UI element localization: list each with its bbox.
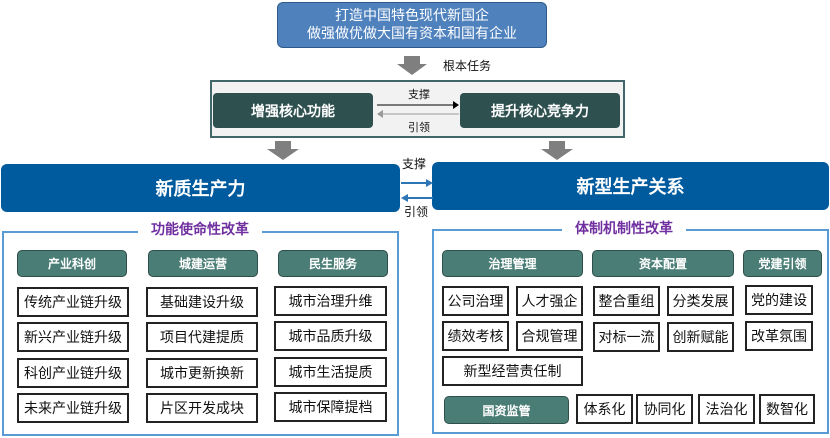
list-item: 城市生活提质 (274, 357, 387, 387)
list-item: 分类发展 (667, 286, 734, 316)
list-item: 城市保障提档 (274, 392, 387, 422)
core-lead-label: 引领 (408, 121, 430, 134)
new-production-relations: 新型生产关系 (432, 162, 829, 210)
list-item: 传统产业链升级 (17, 287, 129, 317)
goal-box: 打造中国特色现代新国企 做强做优做大国有资本和国有企业 (277, 2, 547, 48)
list-item: 城市更新换新 (146, 358, 258, 388)
goal-line-2: 做强做优做大国有资本和国有企业 (307, 26, 517, 42)
list-item: 项目代建提质 (146, 322, 258, 352)
column-header: 民生服务 (278, 250, 388, 277)
bidirectional-arrows-icon (401, 179, 433, 202)
goal-line-1: 打造中国特色现代新国企 (335, 8, 489, 24)
core-support-label: 支撑 (408, 88, 430, 101)
down-arrow-icon (267, 141, 299, 160)
list-item: 城市治理升维 (274, 286, 387, 316)
list-item: 人才强企 (516, 286, 583, 316)
party-header: 党建引领 (743, 250, 822, 277)
list-item: 基础建设升级 (146, 287, 258, 317)
supervision-header: 国资监管 (444, 396, 569, 424)
down-arrow-icon (397, 56, 427, 75)
list-item: 未来产业链升级 (17, 393, 129, 423)
list-item: 公司治理 (442, 286, 509, 316)
column-header: 产业科创 (17, 250, 127, 277)
list-item: 新型经营责任制 (442, 356, 583, 386)
list-item: 片区开发成块 (146, 393, 258, 423)
capital-header: 资本配置 (592, 250, 734, 277)
list-item: 对标一流 (593, 322, 660, 352)
list-item: 党的建设 (745, 285, 813, 315)
bidirectional-arrows-icon (377, 101, 459, 118)
list-item: 新兴产业链升级 (17, 322, 129, 352)
enhance-core-function: 增强核心功能 (213, 93, 373, 128)
list-item: 城市品质升级 (274, 321, 387, 351)
list-item: 体系化 (576, 394, 633, 424)
enhance-core-competitiveness: 提升核心竞争力 (460, 93, 620, 128)
list-item: 法治化 (698, 394, 755, 424)
list-item: 合规管理 (516, 321, 583, 351)
root-task-label: 根本任务 (443, 59, 492, 73)
column-header: 城建运营 (148, 250, 258, 277)
list-item: 绩效考核 (442, 321, 509, 351)
list-item: 创新赋能 (667, 322, 734, 352)
down-arrow-icon (541, 141, 573, 160)
main-lead-label: 引领 (404, 205, 429, 219)
functional-reform-title: 功能使命性改革 (138, 220, 262, 238)
list-item: 科创产业链升级 (17, 358, 129, 388)
governance-header: 治理管理 (442, 250, 583, 277)
institutional-reform-title: 体制机制性改革 (562, 219, 686, 237)
list-item: 数智化 (759, 394, 815, 424)
list-item: 改革氛围 (745, 321, 813, 351)
list-item: 整合重组 (593, 286, 660, 316)
new-productivity: 新质生产力 (1, 164, 400, 212)
main-support-label: 支撑 (402, 157, 427, 171)
list-item: 协同化 (636, 394, 693, 424)
